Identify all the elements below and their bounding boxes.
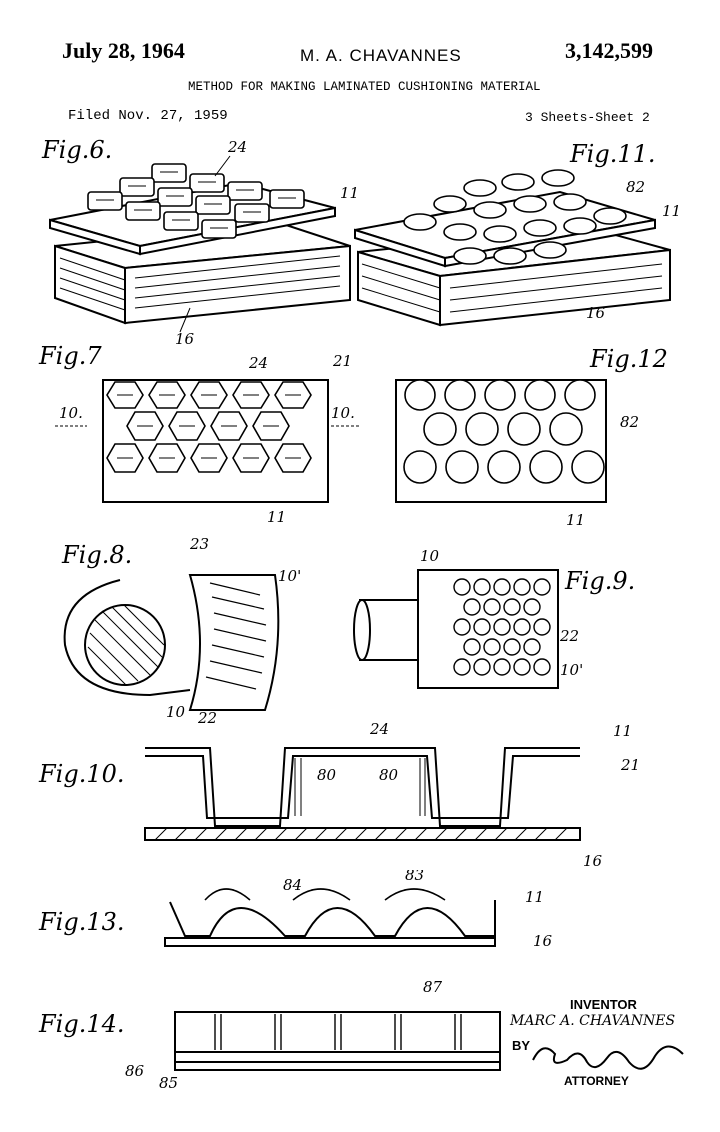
patent-number: 3,142,599 <box>565 38 653 63</box>
figure-11-drawing: Fig.11. 82 11 16 <box>354 140 681 327</box>
fig9-ref-22: 22 <box>559 627 579 645</box>
fig7-ref-21: 21 <box>332 352 352 370</box>
fig9-ref-10-prime: 10' <box>560 661 583 679</box>
figure-13-label: Fig.13. <box>38 908 125 936</box>
figure-8-label: Fig.8. <box>61 541 132 569</box>
fig10-ref-80-left: 80 <box>317 766 337 784</box>
fig7-ref-10-right: 10. <box>331 404 355 422</box>
patent-date: July 28, 1964 <box>62 38 185 63</box>
figure-6-label: Fig.6. <box>41 136 112 164</box>
inventor-signature-name: MARC A. CHAVANNES <box>510 1013 676 1029</box>
fig7-ref-11: 11 <box>267 508 286 526</box>
sheet-count: 3 Sheets-Sheet 2 <box>525 110 650 125</box>
fig10-ref-80-right: 80 <box>379 766 399 784</box>
fig11-ref-16: 16 <box>586 304 606 322</box>
figure-14-label: Fig.14. <box>38 1010 125 1038</box>
fig6-ref-24: 24 <box>227 138 247 156</box>
inventor-name-header: M. A. CHAVANNES <box>300 46 462 65</box>
fig11-ref-11: 11 <box>662 202 681 220</box>
figure-14-drawing: Fig.14. 87 86 85 <box>38 980 501 1090</box>
fig13-ref-11: 11 <box>525 888 544 906</box>
inventor-heading: INVENTOR <box>570 997 637 1012</box>
fig7-ref-10-left: 10. <box>59 404 83 422</box>
fig6-ref-11: 11 <box>340 184 359 202</box>
fig8-ref-10: 10 <box>166 703 186 721</box>
figure-10-label: Fig.10. <box>38 760 125 788</box>
filed-date: Filed Nov. 27, 1959 <box>68 108 228 124</box>
fig13-ref-83: 83 <box>405 870 424 884</box>
fig14-ref-86: 86 <box>125 1062 145 1080</box>
fig10-ref-21: 21 <box>620 756 640 774</box>
figure-7-drawing: Fig.7 24 21 11 <box>38 342 361 526</box>
figure-9-label: Fig.9. <box>564 567 635 595</box>
fig8-ref-10-prime: 10' <box>278 567 301 585</box>
fig11-ref-82: 82 <box>626 178 645 196</box>
figure-11-label: Fig.11. <box>569 140 656 168</box>
figure-9-drawing: Fig.9. 10 22 10' <box>353 547 635 689</box>
fig10-ref-16: 16 <box>583 852 603 870</box>
figure-6-drawing: Fig.6. <box>41 136 359 348</box>
by-label: BY <box>512 1038 531 1053</box>
figure-12-label: Fig.12 <box>589 345 668 373</box>
fig9-ref-10: 10 <box>420 547 440 565</box>
fig12-ref-82: 82 <box>620 413 639 431</box>
patent-title: METHOD FOR MAKING LAMINATED CUSHIONING M… <box>188 80 541 94</box>
fig6-ref-16: 16 <box>175 330 195 348</box>
attorney-label: ATTORNEY <box>564 1074 629 1088</box>
fig10-ref-11: 11 <box>613 722 632 740</box>
fig12-ref-11: 11 <box>566 511 585 529</box>
fig10-ref-24: 24 <box>369 720 389 738</box>
figure-13-drawing: Fig.13. 84 83 11 16 <box>38 870 553 950</box>
figure-7-label: Fig.7 <box>38 342 102 370</box>
fig14-ref-85: 85 <box>159 1074 178 1090</box>
figure-10-drawing: Fig.10. 24 11 21 80 80 16 <box>38 720 640 870</box>
fig14-ref-87: 87 <box>423 980 443 996</box>
fig8-ref-23: 23 <box>189 535 209 553</box>
fig13-ref-16: 16 <box>533 932 553 950</box>
attorney-signature <box>532 1045 684 1070</box>
fig7-ref-24: 24 <box>248 354 268 372</box>
figure-12-drawing: Fig.12 82 11 <box>395 345 668 529</box>
fig8-ref-22: 22 <box>197 709 217 725</box>
figure-8-drawing: Fig.8. 23 10' 10 22 <box>61 535 301 725</box>
fig13-ref-84: 84 <box>283 876 302 894</box>
